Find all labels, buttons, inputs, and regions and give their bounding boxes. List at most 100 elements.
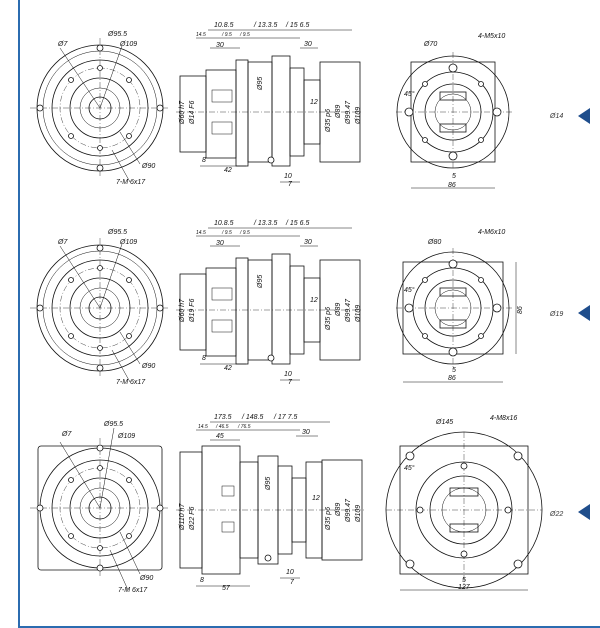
side-d12: 12	[310, 99, 318, 106]
side-d30b: 30	[304, 239, 312, 246]
side-d10: 10	[286, 569, 294, 576]
end-d5: 5	[462, 577, 466, 584]
end-d70: Ø145	[435, 419, 453, 426]
front-view-3: Ø7 Ø95.5 Ø109 Ø90 7-M 6x17	[30, 421, 170, 594]
side-d30a: 45	[216, 433, 224, 440]
front-thread: Ø109	[117, 433, 135, 440]
side-shaft-mid: / 9.5	[221, 230, 232, 236]
row-marker-3: Ø22	[549, 504, 590, 520]
front-flange: Ø90	[141, 363, 155, 370]
side-v3: Ø35 p6	[325, 109, 332, 133]
side-v1: Ø60 h7	[179, 298, 186, 323]
side-v6: Ø109	[355, 305, 362, 323]
end-view-1: Ø70 4-M5x10 45° 86 5	[396, 33, 512, 189]
end-w86: 86	[448, 182, 456, 189]
bottom-margin-rule	[18, 626, 600, 628]
end-d5: 5	[452, 367, 456, 374]
side-d7: 7	[288, 181, 293, 188]
front-hole-dia: Ø7	[57, 239, 68, 246]
end-holes: 4-M5x10	[478, 33, 505, 40]
side-length-top: 10.8.5	[214, 220, 234, 227]
front-bcd: Ø95.5	[103, 421, 123, 428]
side-v5: Ø99.47	[345, 298, 352, 323]
row-3: Ø7 Ø95.5 Ø109 Ø90 7-M 6x17 173.5 / 148.5…	[30, 414, 590, 594]
side-v2: Ø19 F6	[189, 299, 196, 323]
side-d8: 8	[200, 577, 204, 584]
side-length-mid: / 13.3.5	[253, 220, 277, 227]
row-1: Ø7 Ø95.5 Ø109 Ø90 7-M 6x17 10.8.5 / 13.3…	[30, 22, 590, 189]
side-shaft-mid: / 9.5	[221, 32, 232, 38]
side-v3: Ø35 p6	[325, 507, 332, 531]
end-view-3: Ø145 4-M8x16 45° 127 5	[385, 415, 543, 591]
side-v4: Ø89	[335, 303, 342, 317]
side-d42: 42	[224, 365, 232, 372]
marker-arrow	[578, 108, 590, 124]
side-v4: Ø89	[335, 105, 342, 119]
side-shaft-end: / 9.5	[239, 230, 250, 236]
marker-label: Ø19	[549, 311, 563, 318]
side-d12: 12	[312, 495, 320, 502]
side-length-mid: / 13.3.5	[253, 22, 277, 29]
front-view-1: Ø7 Ø95.5 Ø109 Ø90 7-M 6x17	[30, 31, 170, 186]
row-marker-2: Ø19	[549, 305, 590, 321]
side-d30b: 30	[302, 429, 310, 436]
side-shaft-top: 14.5	[196, 230, 206, 236]
side-v6: Ø109	[355, 505, 362, 523]
side-d42: 42	[224, 167, 232, 174]
end-angle: 45°	[404, 286, 415, 294]
side-v2: Ø22 F6	[189, 507, 196, 531]
marker-arrow	[578, 305, 590, 321]
end-w86: 127	[458, 584, 471, 591]
end-w86: 86	[448, 375, 456, 382]
side-shaft-end: / 76.5	[237, 424, 251, 430]
side-d8: 8	[202, 157, 206, 164]
marker-label: Ø14	[549, 113, 563, 120]
side-length-top: 10.8.5	[214, 22, 234, 29]
side-d42: 57	[222, 585, 231, 592]
side-v6: Ø109	[355, 107, 362, 125]
front-view-2: Ø7 Ø95.5 Ø109 Ø90 7-M 6x17	[30, 229, 170, 386]
side-v5: Ø99.47	[345, 498, 352, 523]
front-thread: Ø109	[119, 41, 137, 48]
side-v3: Ø35 p6	[325, 307, 332, 331]
marker-arrow	[578, 504, 590, 520]
side-length-end: / 17 7.5	[273, 414, 297, 421]
side-shaft-end: / 9.5	[239, 32, 250, 38]
side-d30a: 30	[216, 42, 224, 49]
side-d10: 10	[284, 173, 292, 180]
end-d5: 5	[452, 173, 456, 180]
side-d8: 8	[202, 355, 206, 362]
left-margin-rule	[18, 0, 20, 628]
side-d7: 7	[290, 579, 295, 586]
side-d30b: 30	[304, 41, 312, 48]
side-view-3: 173.5 / 148.5 / 17 7.5 14.5 / 46.5 / 76.…	[176, 414, 364, 592]
end-d70: Ø80	[427, 239, 441, 246]
front-bcd: Ø95.5	[107, 229, 127, 236]
front-hole-dia: Ø7	[57, 41, 68, 48]
side-d95: Ø95	[257, 77, 264, 91]
side-d95: Ø95	[257, 275, 264, 289]
side-d95: Ø95	[265, 477, 272, 491]
front-thread: Ø109	[119, 239, 137, 246]
side-shaft-top: 14.5	[196, 32, 206, 38]
side-v5: Ø99.47	[345, 100, 352, 125]
side-length-mid: / 148.5	[241, 414, 264, 421]
side-shaft-top: 14.5	[198, 424, 208, 430]
row-marker-1: Ø14	[549, 108, 590, 124]
front-bolts: 7-M 6x17	[118, 587, 148, 594]
front-flange: Ø90	[139, 575, 153, 582]
side-d10: 10	[284, 371, 292, 378]
side-length-top: 173.5	[214, 414, 232, 421]
side-v1: Ø110 h7	[179, 503, 186, 531]
side-d7: 7	[288, 379, 293, 386]
front-bcd: Ø95.5	[107, 31, 127, 38]
end-angle: 45°	[404, 90, 415, 98]
front-hole-dia: Ø7	[61, 431, 72, 438]
front-flange: Ø90	[141, 163, 155, 170]
side-v2: Ø14 F6	[189, 101, 196, 125]
side-view-2: 10.8.5 / 13.3.5 / 15 6.5 14.5 / 9.5 / 9.…	[176, 220, 362, 386]
end-view-2: Ø80 4-M6x10 45° 86 86 5	[396, 229, 524, 383]
side-v1: Ø60 h7	[179, 100, 186, 125]
